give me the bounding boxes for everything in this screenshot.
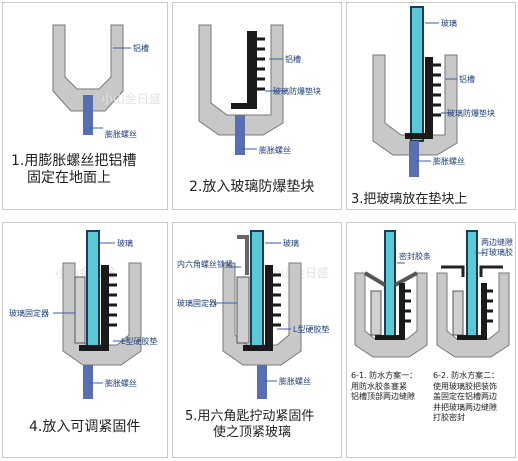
decor-cap — [441, 265, 503, 277]
caption-step-6-1: 6-1. 防水方案一： 用防水胶条塞紧 铝槽顶部两边缝隙 — [351, 371, 418, 401]
caption-step-5: 5.用六角匙拧动紧固件 使之顶紧玻璃 — [185, 409, 315, 440]
label-aluminum-channel: 铝槽 — [459, 74, 475, 84]
label-glass: 玻璃 — [117, 238, 133, 248]
label-aluminum-channel: 铝槽 — [133, 43, 149, 53]
label-expansion-bolt: 膨胀螺丝 — [279, 376, 311, 386]
label-glass-fixer: 玻璃固定器 — [9, 308, 49, 318]
label-l-gasket: L型硬胶垫 — [121, 336, 157, 346]
diagram-step-1: 小山金日盛 铝槽 膨胀螺丝 — [52, 24, 161, 139]
diagram-step-3: 玻璃 铝槽 玻璃防爆垫块 膨胀螺丝 — [372, 6, 495, 177]
diagram-step-2: 铝槽 玻璃防爆垫块 膨胀螺丝 — [198, 24, 321, 155]
caption-step-3: 3.把玻璃放在垫块上 — [351, 192, 468, 207]
label-expansion-bolt: 膨胀螺丝 — [105, 129, 137, 139]
panel-step-2: 铝槽 玻璃防爆垫块 膨胀螺丝 2.放入玻璃防爆垫块 — [172, 2, 342, 210]
glass-panel — [250, 230, 264, 350]
glass-fixer — [74, 276, 86, 344]
diagram-step-4: 小山金日盛 玻璃 玻璃固定器 L型硬胶垫 膨胀螺丝 — [9, 230, 157, 399]
expansion-bolt — [235, 115, 245, 155]
expansion-bolt — [83, 95, 93, 135]
label-l-gasket: L型硬胶垫 — [293, 324, 329, 334]
label-expansion-bolt: 膨胀螺丝 — [105, 378, 137, 388]
label-glass-gasket: 玻璃防爆垫块 — [273, 86, 321, 96]
label-expansion-bolt: 膨胀螺丝 — [433, 156, 465, 166]
panel-step-5: 小山金日盛 玻璃 内六角螺丝锁紧 玻璃固定器 L型硬胶垫 膨胀螺丝 5.用六角匙… — [172, 222, 342, 458]
label-gap: 两边缝隙 — [481, 237, 513, 247]
seal-strip — [363, 271, 418, 287]
glass-panel — [86, 230, 100, 350]
label-glue: 打玻璃胶 — [481, 247, 513, 257]
caption-step-2: 2.放入玻璃防爆垫块 — [189, 179, 315, 195]
watermark-text: 小山金日盛 — [101, 91, 161, 106]
label-glass: 玻璃 — [441, 18, 457, 28]
label-seal-strip: 密封胶条 — [399, 251, 431, 261]
label-glass: 玻璃 — [283, 238, 299, 248]
glass-panel — [410, 6, 424, 142]
label-expansion-bolt: 膨胀螺丝 — [259, 145, 291, 155]
panel-step-3: 玻璃 铝槽 玻璃防爆垫块 膨胀螺丝 3.把玻璃放在垫块上 — [346, 2, 516, 210]
label-glass-gasket: 玻璃防爆垫块 — [447, 108, 495, 118]
caption-step-4: 4.放入可调紧固件 — [29, 419, 141, 435]
caption-step-6-2: 6-2. 防水方案二： 使用玻璃胶把装饰 盖固定在铝槽两边 并把玻璃两边缝隙 打… — [433, 371, 500, 422]
label-aluminum-channel: 铝槽 — [285, 54, 301, 64]
panel-step-4: 小山金日盛 玻璃 玻璃固定器 L型硬胶垫 膨胀螺丝 4.放入可调紧固件 — [2, 222, 168, 458]
panel-step-1: 小山金日盛 铝槽 膨胀螺丝 1.用膨胀螺丝把铝槽 固定在地面上 — [2, 2, 168, 210]
diagram-step-6: 密封胶条 两边缝隙 打玻璃胶 — [354, 230, 513, 358]
label-hex-screw: 内六角螺丝锁紧 — [177, 259, 233, 269]
hex-key — [237, 235, 249, 275]
gasket-block — [247, 31, 257, 107]
label-glass-fixer: 玻璃固定器 — [177, 298, 217, 308]
panel-step-6: 密封胶条 两边缝隙 打玻璃胶 6-1. 防水方案一： 用防水胶条塞紧 铝槽顶部两… — [346, 222, 516, 458]
caption-step-1: 1.用膨胀螺丝把铝槽 固定在地面上 — [11, 153, 137, 186]
diagram-step-5: 小山金日盛 玻璃 内六角螺丝锁紧 玻璃固定器 L型硬胶垫 膨胀螺丝 — [177, 230, 329, 399]
